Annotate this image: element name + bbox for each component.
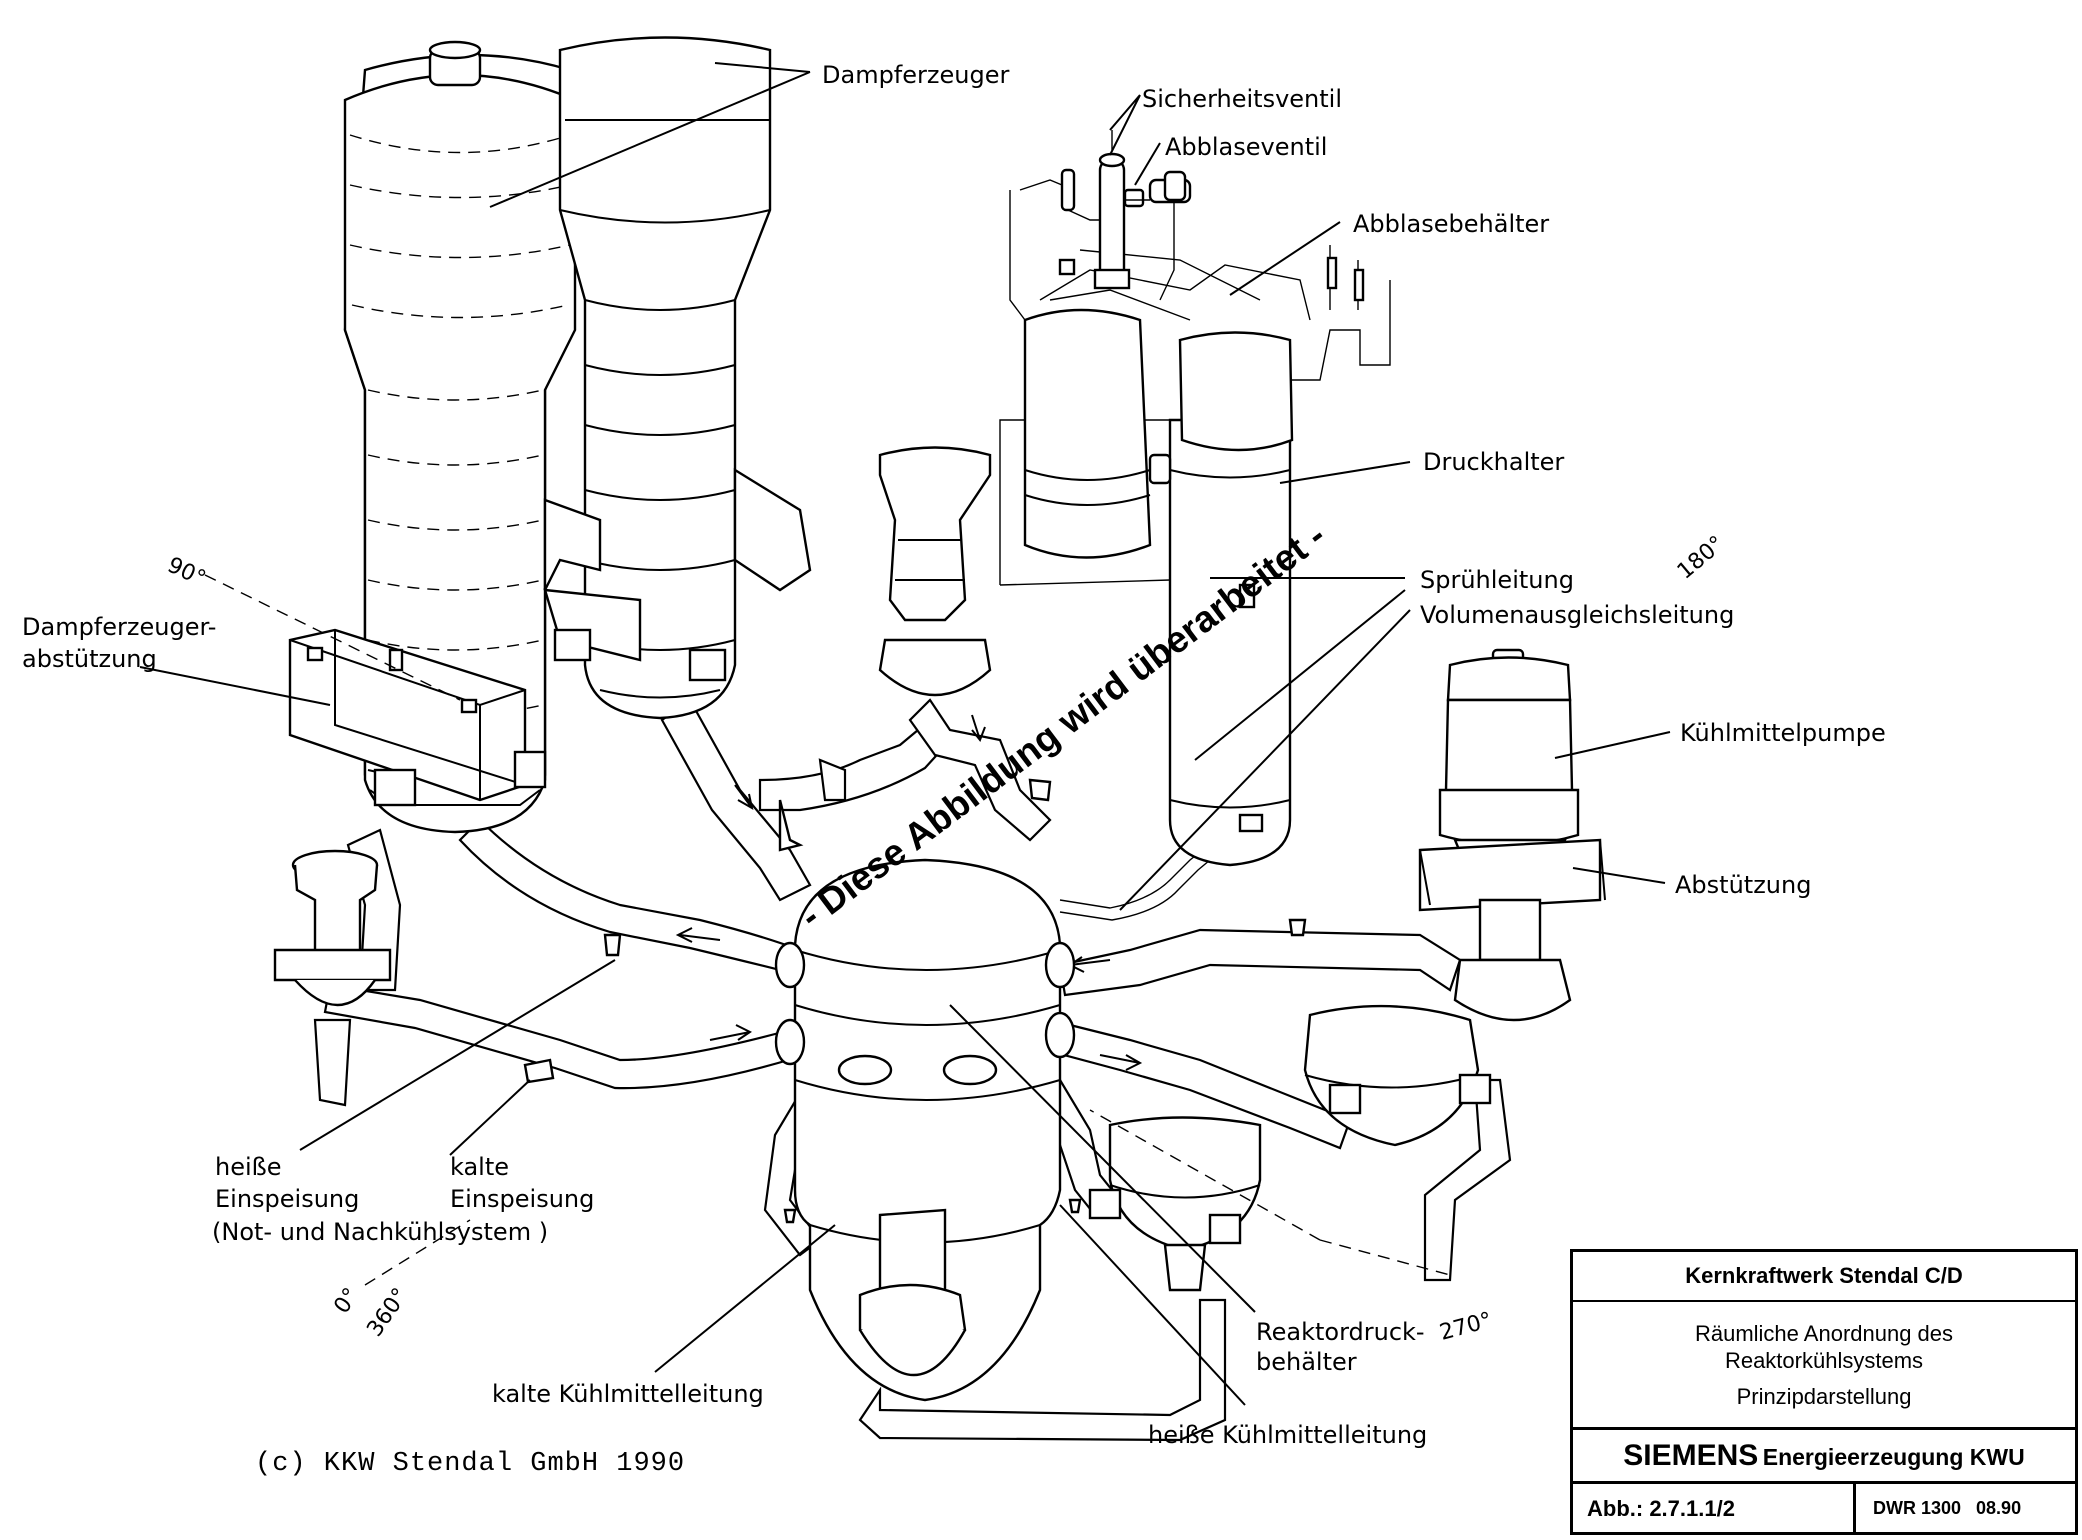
label-heisse-einspeisung-line2: Einspeisung [215,1185,359,1213]
coolant-pump-right [1418,648,1606,1022]
title-block-reference-row: Abb.: 2.7.1.1/2 DWR 1300 08.90 [1573,1484,2075,1532]
title-block-company: SIEMENS [1623,1439,1759,1472]
angle-0: 0° [329,1284,364,1319]
label-sicherheitsventil: Sicherheitsventil [1142,85,1342,113]
label-kalte-kuehlmittelleitung: kalte Kühlmittelleitung [492,1380,764,1408]
label-heisse-kuehlmittelleitung: heiße Kühlmittelleitung [1148,1421,1427,1449]
title-block-divider [1853,1484,1856,1532]
label-not-nachkuehlsystem: (Not- und Nachkühlsystem ) [212,1218,548,1246]
angle-270: 270° [1437,1308,1495,1346]
coolant-piping [313,698,1512,1442]
angle-180: 180° [1673,531,1730,584]
label-kalte-einspeisung-line1: kalte [450,1153,509,1181]
label-kalte-einspeisung-line2: Einspeisung [450,1185,594,1213]
label-dampferzeuger-abstuetzung-line2: abstützung [22,645,157,673]
label-reaktordruckbehaelter-line2: behälter [1256,1348,1357,1376]
sg-support-beam [288,628,547,807]
label-abblaseventil: Abblaseventil [1165,133,1327,161]
leader-lines [139,62,1671,1406]
reactor-pressure-vessel [774,858,1076,1402]
label-druckhalter: Druckhalter [1423,448,1564,476]
label-dampferzeuger: Dampferzeuger [822,61,1009,89]
copyright-notice: (c) KKW Stendal GmbH 1990 [255,1449,685,1479]
coolant-pump-left [273,849,392,1006]
title-block-document-code: DWR 1300 08.90 [1873,1498,2022,1518]
title-block-description-line1: Räumliche Anordnung des [1694,1321,1954,1346]
title-block: Kernkraftwerk Stendal C/D Räumliche Anor… [1570,1249,2078,1535]
steam-generator-front-lower [1088,1116,1262,1292]
title-block-description: Räumliche Anordnung des Reaktorkühlsyste… [1573,1302,2075,1430]
injection-nozzles [523,778,1307,1224]
label-abstuetzung: Abstützung [1675,871,1811,899]
title-block-figure-number: Abb.: 2.7.1.1/2 [1587,1496,1735,1521]
label-spruehleitung: Sprühleitung [1420,566,1574,594]
valve-assembly [1019,130,1192,301]
steam-generator-right-lower [1303,1004,1492,1147]
label-dampferzeuger-abstuetzung-line1: Dampferzeuger- [22,613,216,641]
label-kuehlmittelpumpe: Kühlmittelpumpe [1680,719,1886,747]
pressurizer [999,418,1292,867]
title-block-description-text: Räumliche Anordnung des Reaktorkühlsyste… [1573,1320,2075,1374]
title-block-division: Energieerzeugung KWU [1762,1444,2025,1470]
title-block-company-row: SIEMENS Energieerzeugung KWU [1573,1430,2075,1484]
title-block-description-line2: Reaktorkühlsystems [1724,1348,1924,1373]
title-block-plant: Kernkraftwerk Stendal C/D [1573,1252,2075,1302]
label-reaktordruckbehaelter-line1: Reaktordruck- [1256,1318,1425,1346]
label-volumenausgleichsleitung: Volumenausgleichsleitung [1420,601,1734,629]
steam-generator-back [543,36,812,720]
angle-360: 360° [362,1284,413,1342]
label-heisse-einspeisung-line1: heiße [215,1153,282,1181]
angle-90: 90° [163,553,209,592]
title-block-description-line3: Prinzipdarstellung [1736,1384,1912,1409]
coolant-pump-back [878,446,992,697]
label-abblasebehaelter: Abblasebehälter [1353,210,1549,238]
steam-generator-left [343,40,577,834]
component-labels: Dampferzeuger Sicherheitsventil Abblasev… [22,61,1886,1449]
